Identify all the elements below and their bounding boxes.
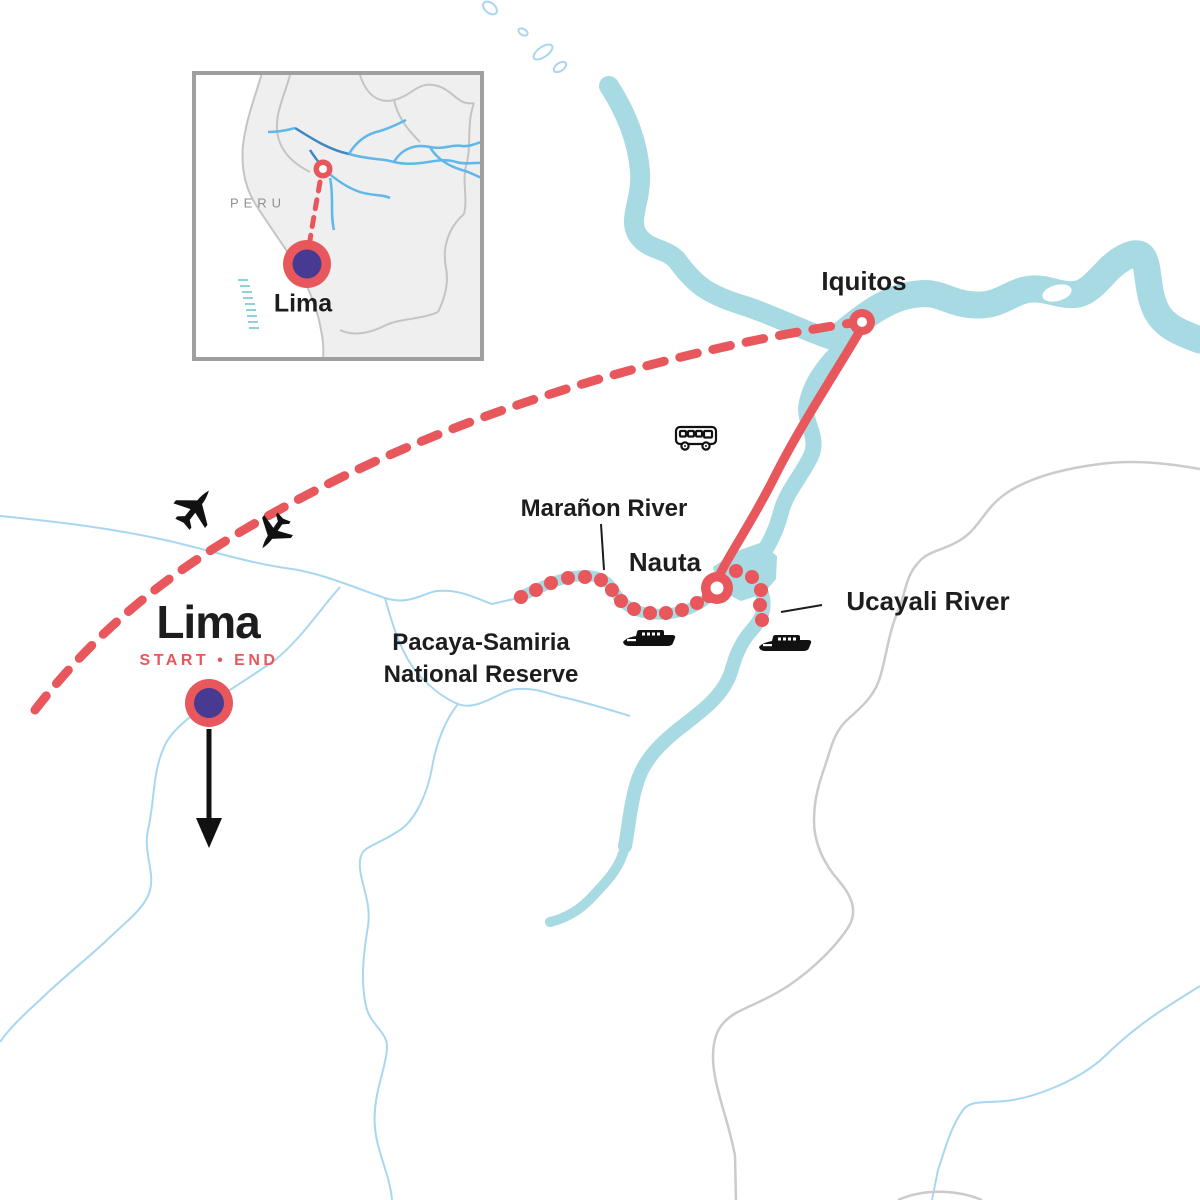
ucayali-pointer-line <box>780 604 823 613</box>
label-reserve-line2: National Reserve <box>383 661 579 688</box>
plane-icon <box>262 512 293 549</box>
inset-coastline <box>241 73 325 359</box>
arrow-down-icon <box>196 729 222 848</box>
inset-iquitos-marker <box>313 159 333 179</box>
bus-icon <box>674 425 718 451</box>
inset-ocean <box>194 73 324 359</box>
inset-coast-hatches <box>238 279 259 329</box>
inset-frame-border <box>192 71 484 361</box>
label-nauta: Nauta <box>628 547 702 577</box>
iquitos-marker <box>849 309 875 335</box>
ucayali-river-band-lower <box>545 841 630 927</box>
inset-rivers <box>267 118 482 231</box>
maranon-pointer-line <box>600 523 605 571</box>
boat-icon <box>623 630 676 646</box>
inset-label-peru: PERU <box>229 195 287 211</box>
label-pointers <box>600 523 823 613</box>
boat-icon <box>759 635 812 651</box>
flight-route-dashed <box>30 318 857 715</box>
label-maranon-river: Marañon River <box>520 495 688 522</box>
inset-label-lima: Lima <box>273 289 333 318</box>
inset-lima-marker <box>283 240 331 288</box>
label-reserve-line1: Pacaya-Samiria <box>392 629 570 656</box>
nauta-marker <box>701 572 733 604</box>
country-borders <box>711 460 1200 1200</box>
plane-icon <box>173 490 209 530</box>
amazon-river-east <box>824 240 1200 354</box>
ucayali-river-band <box>618 578 771 853</box>
lima-marker <box>185 679 233 727</box>
inset-map <box>192 71 484 361</box>
label-lima: Lima <box>156 596 260 648</box>
river-island <box>1042 284 1072 302</box>
label-ucayali-river: Ucayali River <box>846 586 1010 616</box>
bus-route-solid <box>713 324 866 583</box>
label-start-end: START • END <box>139 652 279 669</box>
inset-borders <box>275 74 475 335</box>
amazon-north-branch <box>599 76 848 352</box>
label-iquitos: Iquitos <box>821 266 907 296</box>
